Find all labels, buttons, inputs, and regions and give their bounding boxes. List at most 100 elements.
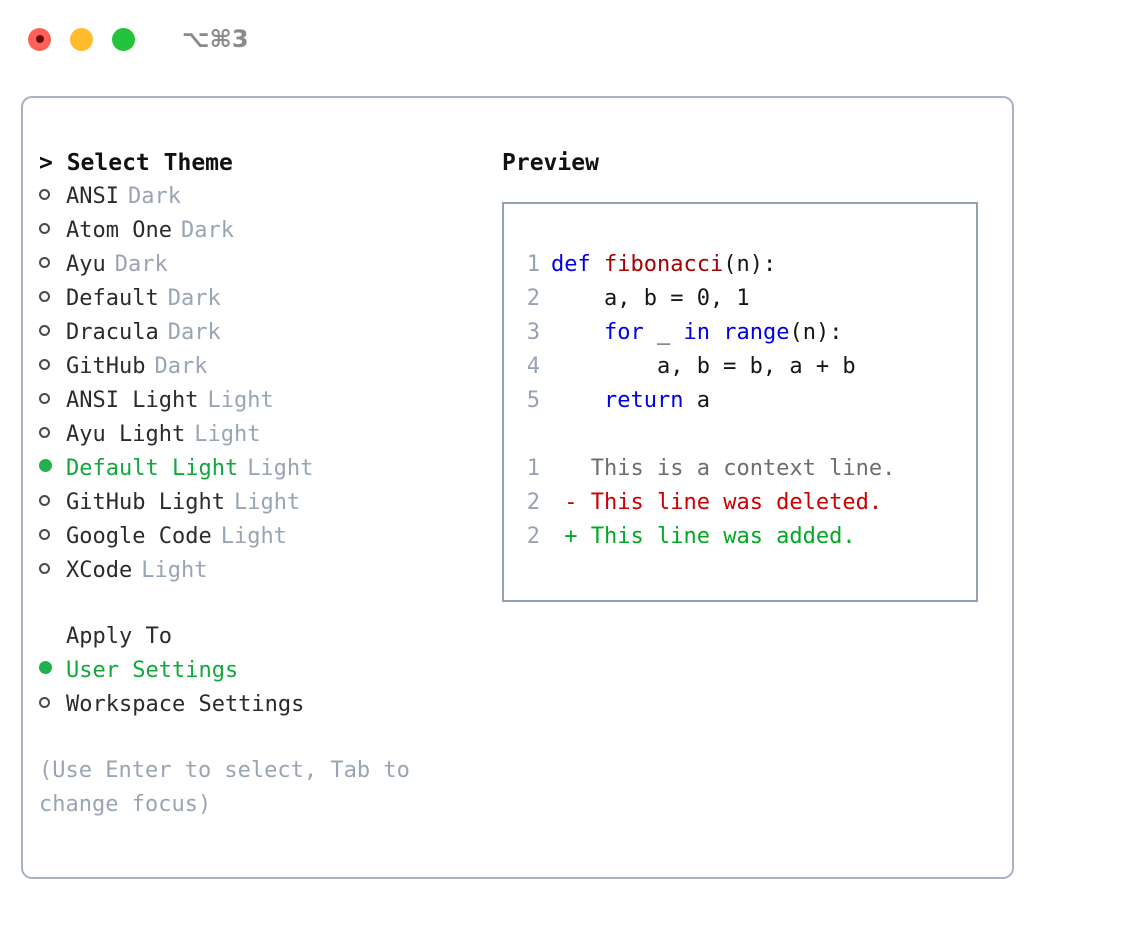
theme-variant-tag: Light [247,456,314,481]
radio-marker [39,654,66,688]
theme-list-item[interactable]: GitHub Dark [39,350,489,384]
line-number: 1 [526,252,540,277]
radio-marker [39,350,66,384]
radio-unselected-icon [39,359,50,370]
radio-selected-icon [39,661,52,674]
theme-name: Default [66,286,159,311]
code-token: range [723,320,790,345]
radio-marker [39,486,66,520]
radio-marker [39,452,66,486]
radio-unselected-icon [39,495,50,506]
code-token: a, b = 0, 1 [551,286,750,311]
code-token: (n): [723,252,777,277]
radio-unselected-icon [39,223,50,234]
code-token [551,320,604,345]
diff-text: This line was deleted. [590,490,883,515]
apply-to-option[interactable]: Workspace Settings [39,688,489,722]
preview-title: Preview [502,150,599,176]
code-line: 3 for _ in range(n): [518,316,895,350]
minimize-button[interactable] [70,27,93,51]
code-token: fibonacci [604,252,724,277]
radio-selected-icon [39,459,52,472]
line-number: 1 [526,456,540,481]
theme-name: Atom One [66,218,172,243]
radio-marker [39,688,66,722]
close-button[interactable] [28,27,51,51]
maximize-button[interactable] [112,27,135,51]
theme-variant-tag: Dark [180,218,234,243]
radio-unselected-icon [39,325,50,336]
keyboard-hint: (Use Enter to select, Tab to change focu… [39,758,424,817]
radio-unselected-icon [39,189,50,200]
radio-unselected-icon [39,427,50,438]
code-line: 2 a, b = 0, 1 [518,282,895,316]
radio-marker [39,554,66,588]
theme-list-item[interactable]: Google Code Light [39,520,489,554]
theme-variant-tag: Dark [154,354,208,379]
title-bar: ⌥⌘3 [0,0,1140,78]
code-line: 4 a, b = b, a + b [518,350,895,384]
theme-list-item[interactable]: Default Dark [39,282,489,316]
page-title: > Select Theme [39,150,233,176]
close-icon [35,35,44,43]
radio-marker [39,282,66,316]
theme-variant-tag: Light [141,558,208,583]
diff-sign: - [551,490,591,515]
window-controls [28,27,135,51]
theme-variant-tag: Dark [167,320,221,345]
theme-list-item[interactable]: Default Light Light [39,452,489,486]
diff-sign: + [551,524,591,549]
code-token: def [551,252,591,277]
theme-name: XCode [66,558,133,583]
code-line: 1 def fibonacci(n): [518,248,895,282]
theme-name: GitHub [66,354,146,379]
theme-name: Google Code [66,524,212,549]
code-token: (n): [789,320,843,345]
radio-marker [39,180,66,214]
theme-name: ANSI Light [66,388,199,413]
radio-marker [39,418,66,452]
line-number: 3 [526,320,540,345]
code-token [710,320,723,345]
code-token [551,388,604,413]
radio-marker [39,384,66,418]
apply-to-option-label: User Settings [66,658,239,683]
radio-marker [39,520,66,554]
diff-text: This line was added. [590,524,856,549]
theme-variant-tag: Light [220,524,287,549]
diff-line: 2 - This line was deleted. [518,486,895,520]
theme-list-item[interactable]: Dracula Dark [39,316,489,350]
theme-list-item[interactable]: XCode Light [39,554,489,588]
theme-variant-tag: Light [233,490,301,515]
theme-list-item[interactable]: ANSI Light Light [39,384,489,418]
theme-variant-tag: Light [207,388,274,413]
diff-line: 2 + This line was added. [518,520,895,554]
theme-name: Dracula [66,320,159,345]
radio-marker [39,214,66,248]
theme-variant-tag: Dark [167,286,221,311]
radio-marker [39,248,66,282]
keyboard-shortcut-label: ⌥⌘3 [182,25,249,53]
radio-unselected-icon [39,529,50,540]
code-token [591,252,604,277]
radio-unselected-icon [39,697,50,708]
theme-name: Default Light [66,456,239,481]
code-token: _ [643,320,684,345]
theme-list-item[interactable]: Atom One Dark [39,214,489,248]
line-number: 2 [526,286,540,311]
radio-unselected-icon [39,257,50,268]
code-spacer [518,418,895,452]
code-token: for [603,320,644,345]
apply-to-option[interactable]: User Settings [39,654,489,688]
